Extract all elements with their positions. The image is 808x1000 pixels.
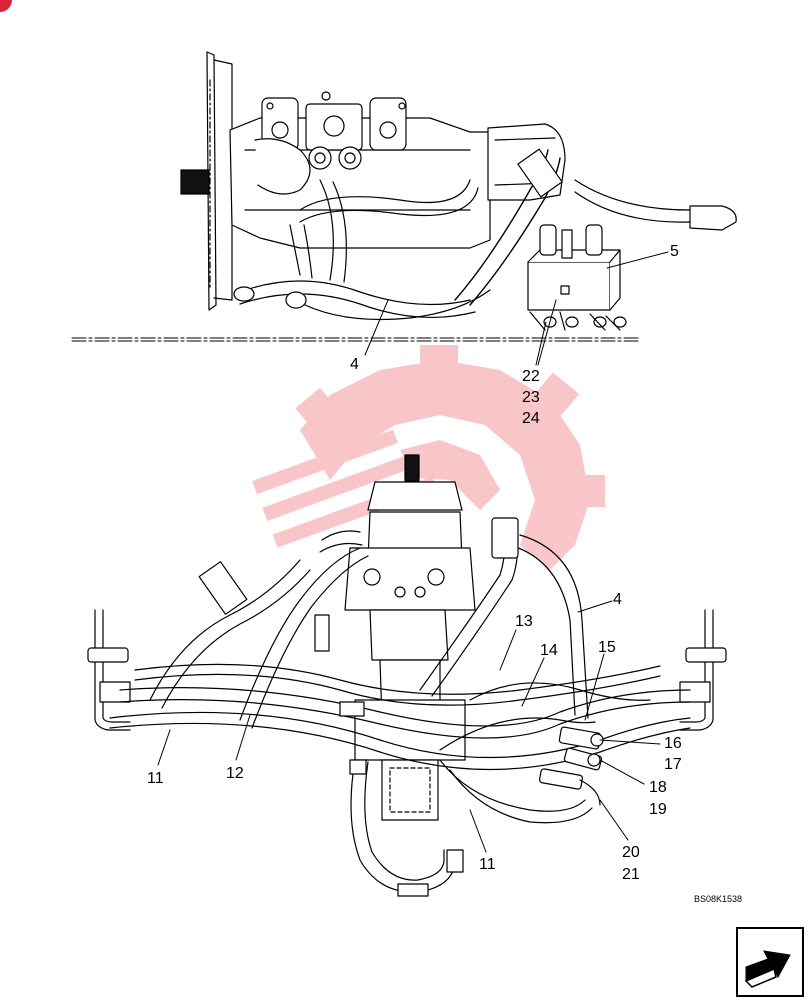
callout-20: 20: [622, 844, 640, 861]
callout-14: 14: [540, 642, 558, 659]
callout-4-top: 4: [350, 356, 359, 373]
callout-22: 22: [522, 368, 540, 385]
valve-block-5: [527, 224, 627, 331]
callout-17: 17: [664, 756, 682, 773]
callout-18: 18: [649, 779, 667, 796]
callout-4-bottom: 4: [613, 591, 622, 608]
callout-11-left: 11: [147, 770, 164, 787]
leader-lines-bottom: [157, 600, 661, 853]
callout-21: 21: [622, 866, 640, 883]
hoses-bottom: [87, 517, 727, 897]
callout-19: 19: [649, 801, 667, 818]
hoses-top: [233, 148, 737, 321]
leader-lines-top: [364, 251, 669, 366]
callout-12: 12: [226, 765, 244, 782]
callout-16: 16: [664, 735, 682, 752]
arrow-next-icon: [744, 950, 791, 988]
callout-23: 23: [522, 389, 540, 406]
callout-5: 5: [670, 243, 679, 260]
callout-13: 13: [515, 613, 533, 630]
gear-logo-watermark: [252, 345, 605, 570]
next-page-button[interactable]: [736, 927, 804, 997]
callout-15: 15: [598, 639, 616, 656]
callout-24: 24: [522, 410, 540, 427]
callout-11-bottom: 11: [479, 856, 496, 873]
pump-assembly-top: [180, 51, 566, 311]
drawing-id: BS08K1538: [694, 894, 743, 904]
